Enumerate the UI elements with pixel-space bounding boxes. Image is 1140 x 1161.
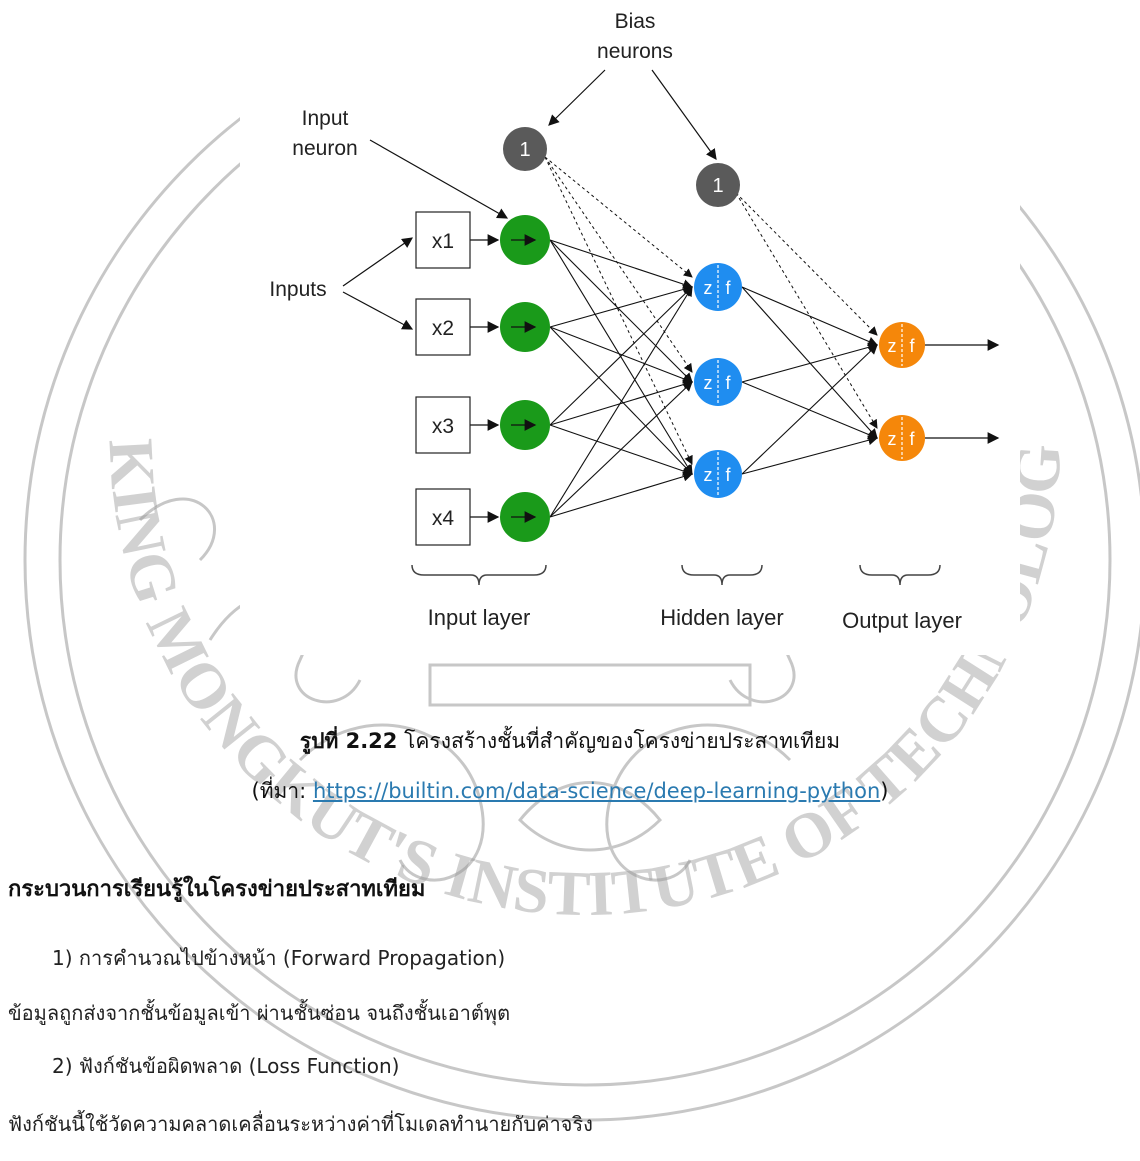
figure-number: รูปที่ 2.22 [299,729,398,753]
neuron-f-label: f [725,278,731,298]
bias-connection [544,156,693,278]
neuron-z-label: z [704,278,713,298]
hidden-layer-brace [681,564,763,586]
inputs-label: Inputs [269,278,326,301]
bias-value-label: 1 [712,175,723,197]
neuron-z-label: z [704,373,713,393]
connection-line [549,284,694,328]
figure-title: โครงสร้างชั้นที่สำคัญของโครงข่ายประสาทเท… [404,729,841,753]
source-suffix: ) [880,779,889,803]
input-box-x3 [415,396,471,454]
input-layer-label: Input layer [428,605,531,630]
input-neuron-pointer [369,139,509,219]
source-prefix: (ที่มา: [251,779,313,803]
source-link[interactable]: https://builtin.com/data-science/deep-le… [312,779,881,803]
list-item-loss-function: 2) ฟังก์ชันข้อผิดพลาด (Loss Function) [52,1054,400,1078]
connection-line [549,239,693,475]
connection-line [741,286,879,347]
output-layer-brace [859,564,941,586]
input-box-x2 [415,298,471,356]
cut-off-paragraph: ฟังก์ชันนี้ใช้วัดความคลาดเคลื่อนระหว่างค… [8,1112,593,1136]
bias-neurons-label: neurons [597,40,673,63]
input-label-x3: x3 [432,415,454,438]
output-layer-label: Output layer [842,608,962,633]
input-box-x1 [415,211,471,269]
connection-line [549,286,693,518]
figure-caption: รูปที่ 2.22 โครงสร้างชั้นที่สำคัญของโครง… [0,725,1140,758]
connection-line [741,286,878,439]
input-layer-brace [411,564,547,586]
neuron-f-label: f [909,336,915,356]
connection-line [741,435,879,475]
neuron-z-label: z [888,336,897,356]
connection-line [549,471,694,518]
connection-line [549,326,693,475]
bias-neuron [696,163,740,207]
connection-line [549,286,693,426]
input-neuron-label: neuron [292,137,357,160]
neuron-f-label: f [909,429,915,449]
bias-pointer [548,69,606,126]
hidden-layer-label: Hidden layer [660,605,784,630]
input-label-x1: x1 [432,230,454,253]
forward-propagation-description: ข้อมูลถูกส่งจากชั้นข้อมูลเข้า ผ่านชั้นซ่… [8,1001,511,1025]
connection-line [549,239,693,383]
input-neuron-label: Input [302,107,349,130]
list-item-forward-propagation: 1) การคำนวณไปข้างหน้า (Forward Propagati… [52,946,506,970]
neuron-f-label: f [725,465,731,485]
connection-line [741,342,879,383]
figure-source: (ที่มา: https://builtin.com/data-science… [0,775,1140,808]
bias-neurons-label: Bias [615,10,656,33]
connection-line [549,379,694,426]
inputs-pointer [342,237,413,287]
input-label-x4: x4 [432,507,455,530]
neuron-z-label: z [704,465,713,485]
bias-connection [544,156,693,373]
connection-line [741,344,878,475]
bias-neuron [503,127,547,171]
bias-connection [735,192,878,429]
neuron-z-label: z [888,429,897,449]
input-box-x4 [415,488,471,546]
bias-value-label: 1 [519,139,530,161]
bias-connection [544,156,693,465]
bias-pointer [651,69,717,160]
input-label-x2: x2 [432,317,454,340]
bias-connection [735,192,878,336]
connection-line [549,381,693,518]
section-heading: กระบวนการเรียนรู้ในโครงข่ายประสาทเทียม [8,877,426,902]
connection-line [549,326,694,384]
connection-line [549,239,694,289]
inputs-pointer [342,291,414,330]
neuron-f-label: f [725,373,731,393]
